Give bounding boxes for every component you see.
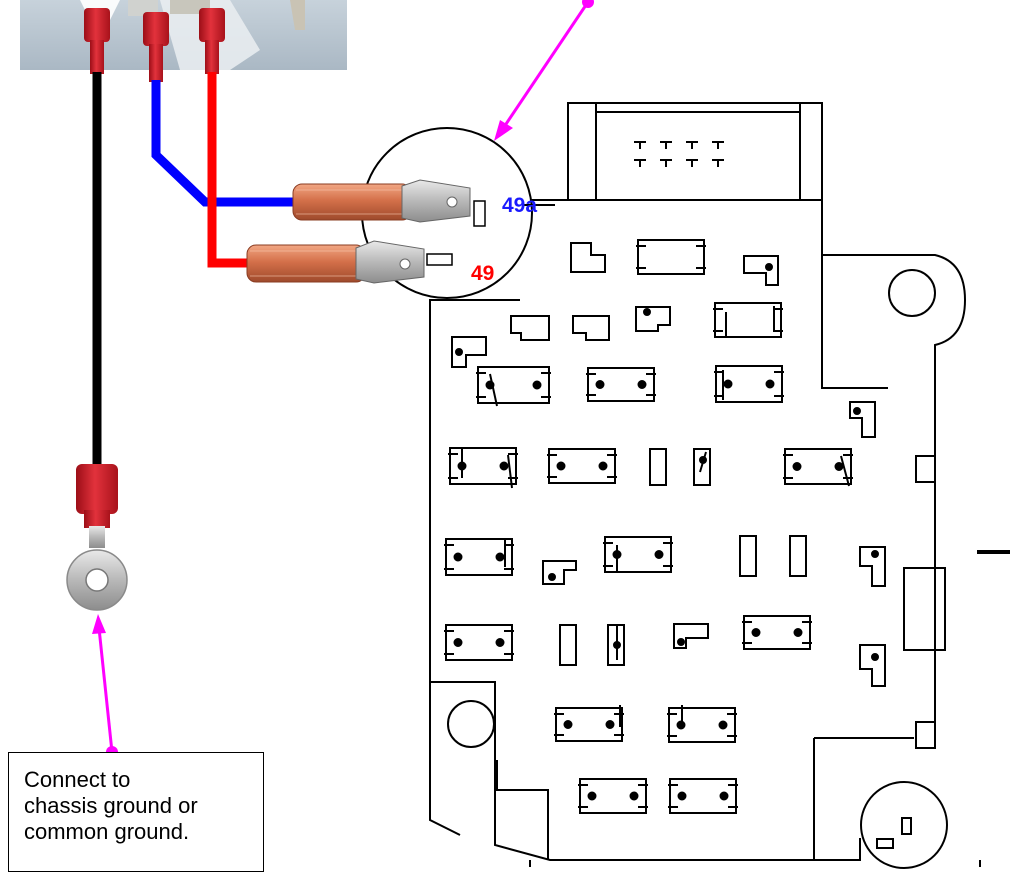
fuse-slots bbox=[444, 239, 948, 869]
dual-fuse-slot bbox=[578, 778, 648, 814]
dual-fuse-slot bbox=[742, 615, 812, 650]
pin-label-49a: 49a bbox=[502, 194, 538, 217]
callout-line-3: common ground. bbox=[24, 819, 190, 844]
dual-fuse-slot bbox=[603, 536, 673, 573]
red-connector-49a bbox=[143, 12, 169, 82]
dual-fuse-slot bbox=[554, 705, 624, 742]
red-connector-ground bbox=[84, 8, 110, 74]
single-fuse-slot bbox=[559, 624, 577, 666]
relay-socket-slot bbox=[743, 255, 779, 286]
dual-fuse-slot bbox=[714, 365, 784, 403]
callout-line-1: Connect to bbox=[24, 767, 131, 792]
spade-terminal-49a bbox=[292, 179, 471, 223]
wire-49 bbox=[207, 72, 250, 268]
relay-slot-pins bbox=[634, 141, 724, 167]
pointer-to-ring-terminal bbox=[92, 614, 118, 758]
single-fuse-slot bbox=[789, 535, 807, 577]
relay-socket-slot bbox=[572, 315, 610, 341]
dual-fuse-slot bbox=[636, 239, 706, 275]
relay-pin bbox=[712, 159, 724, 167]
relay-pin bbox=[686, 141, 698, 149]
relay-pin bbox=[634, 141, 646, 149]
single-fuse-slot bbox=[607, 624, 625, 666]
dual-fuse-slot bbox=[444, 538, 514, 576]
callout-line-2: chassis ground or bbox=[24, 793, 198, 818]
dual-fuse-slot bbox=[586, 367, 656, 402]
red-connector-49 bbox=[199, 8, 225, 74]
dual-fuse-slot bbox=[783, 448, 853, 487]
dual-fuse-slot bbox=[476, 366, 551, 407]
dual-fuse-slot bbox=[667, 705, 737, 743]
relay-socket-slot bbox=[849, 401, 876, 438]
pointer-to-flasher-socket bbox=[494, 0, 594, 141]
relay-socket-slot bbox=[635, 306, 671, 332]
relay-pin bbox=[634, 159, 646, 167]
dual-fuse-slot bbox=[547, 448, 617, 484]
wire-49a bbox=[151, 80, 296, 207]
relay-socket-slot bbox=[570, 242, 606, 273]
dual-fuse-slot bbox=[448, 447, 518, 489]
relay-socket-slot bbox=[451, 336, 487, 368]
ring-terminal-icon bbox=[66, 464, 128, 611]
dual-fuse-slot bbox=[668, 778, 738, 814]
single-fuse-slot bbox=[739, 535, 757, 577]
fuse-box-outline bbox=[429, 102, 1010, 867]
relay-pin bbox=[660, 141, 672, 149]
relay-socket-slot bbox=[673, 623, 709, 649]
relay-socket-slot bbox=[859, 546, 886, 587]
spade-terminal-49 bbox=[246, 240, 425, 284]
dual-fuse-slot bbox=[713, 302, 783, 338]
connector-photo bbox=[20, 0, 347, 82]
single-fuse-slot bbox=[693, 448, 711, 486]
relay-pin bbox=[660, 159, 672, 167]
relay-socket-slot bbox=[510, 315, 550, 341]
ground-instruction-callout: Connect to chassis ground or common grou… bbox=[8, 752, 264, 872]
round-socket-bottom-icon bbox=[860, 781, 948, 869]
relay-pin bbox=[712, 141, 724, 149]
relay-pin bbox=[686, 159, 698, 167]
dual-fuse-slot bbox=[444, 624, 514, 661]
relay-socket-slot bbox=[859, 644, 886, 687]
pin-label-49: 49 bbox=[471, 262, 495, 285]
single-fuse-slot bbox=[649, 448, 667, 486]
relay-socket-slot bbox=[542, 560, 577, 585]
